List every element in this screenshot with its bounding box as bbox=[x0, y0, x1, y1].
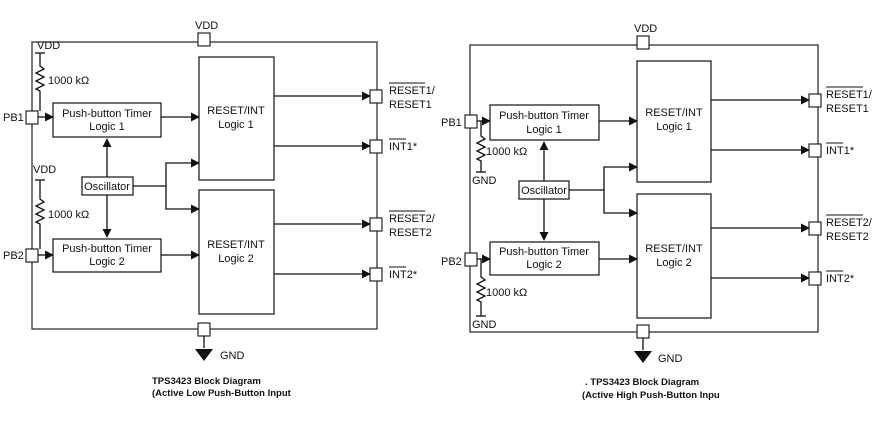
gnd-pb1-label: GND bbox=[472, 175, 497, 187]
out-reset2-a: RESET2/ bbox=[389, 213, 436, 225]
reset1-line2: Logic 1 bbox=[656, 121, 691, 133]
resistor-pb1-label: 1000 kΩ bbox=[48, 75, 89, 87]
pb1-label: PB1 bbox=[3, 112, 24, 124]
reset1-line1: RESET/INT bbox=[645, 107, 703, 119]
gnd-pb2-label: GND bbox=[472, 319, 497, 331]
out-int2: INT2* bbox=[389, 269, 418, 281]
pb2-label: PB2 bbox=[3, 250, 24, 262]
pb2-pin bbox=[464, 252, 478, 267]
diagram-active-high: VDD PB1 1000 kΩ GND Push-button Timer Lo… bbox=[441, 23, 873, 401]
out-reset1-b: RESET1 bbox=[826, 103, 869, 115]
resistor-pb1 bbox=[475, 121, 487, 172]
out-int2: INT2* bbox=[826, 273, 855, 285]
reset1-line2: Logic 1 bbox=[218, 119, 253, 131]
reset2-pin bbox=[369, 217, 383, 232]
timer-logic-2-block bbox=[489, 241, 600, 276]
vdd-pb2-label: VDD bbox=[33, 164, 56, 176]
resistor-pb2-label: 1000 kΩ bbox=[48, 209, 89, 221]
int1-pin bbox=[369, 139, 383, 154]
resistor-pb2 bbox=[34, 180, 46, 249]
out-reset2-b: RESET2 bbox=[389, 227, 432, 239]
pb1-pin bbox=[464, 114, 478, 129]
timer-logic-1-block bbox=[489, 104, 600, 141]
pb2-label: PB2 bbox=[441, 256, 462, 268]
reset2-line1: RESET/INT bbox=[645, 243, 703, 255]
diagram-active-low: VDD VDD 1000 kΩ PB1 Push-button Timer Lo… bbox=[3, 20, 436, 399]
caption-line-1: TPS3423 Block Diagram bbox=[152, 376, 261, 387]
resistor-pb1-label: 1000 kΩ bbox=[486, 146, 527, 158]
reset2-line2: Logic 2 bbox=[656, 257, 691, 269]
out-reset2-a: RESET2/ bbox=[826, 217, 873, 229]
pb1-label: PB1 bbox=[441, 117, 462, 129]
reset2-pin bbox=[808, 221, 822, 236]
vdd-pb1-label: VDD bbox=[37, 40, 60, 52]
ground-symbol bbox=[634, 351, 652, 363]
timer2-line1: Push-button Timer bbox=[62, 243, 152, 255]
reset2-line1: RESET/INT bbox=[207, 239, 265, 251]
caption-line-1: . TPS3423 Block Diagram bbox=[585, 377, 699, 388]
caption-line-2: (Active Low Push-Button Input bbox=[152, 388, 292, 399]
gnd-pin bbox=[636, 324, 650, 339]
vdd-pin bbox=[197, 32, 211, 47]
reset1-line1: RESET/INT bbox=[207, 105, 265, 117]
timer1-line2: Logic 1 bbox=[89, 121, 124, 133]
ground-symbol bbox=[195, 349, 213, 361]
reset-int-logic-1-block bbox=[636, 60, 712, 183]
int2-pin bbox=[369, 267, 383, 282]
out-int1: INT1* bbox=[826, 145, 855, 157]
timer2-line2: Logic 2 bbox=[526, 259, 561, 271]
timer-logic-1-block bbox=[52, 102, 162, 138]
gnd-pin bbox=[197, 322, 211, 337]
timer1-line1: Push-button Timer bbox=[62, 108, 152, 120]
osc-label: Oscillator bbox=[84, 181, 130, 193]
out-reset1-a: RESET1/ bbox=[389, 85, 436, 97]
resistor-pb2-label: 1000 kΩ bbox=[486, 287, 527, 299]
caption-line-2: (Active High Push-Button Inpu bbox=[582, 390, 720, 401]
timer1-line1: Push-button Timer bbox=[499, 110, 589, 122]
pb1-pin bbox=[25, 110, 39, 125]
osc-label: Oscillator bbox=[521, 185, 567, 197]
vdd-top-label: VDD bbox=[195, 20, 218, 32]
gnd-label: GND bbox=[658, 353, 683, 365]
timer2-line2: Logic 2 bbox=[89, 256, 124, 268]
reset1-pin bbox=[369, 89, 383, 104]
resistor-pb1 bbox=[34, 53, 46, 111]
vdd-top-label: VDD bbox=[634, 23, 657, 35]
reset2-line2: Logic 2 bbox=[218, 253, 253, 265]
out-reset1-a: RESET1/ bbox=[826, 89, 873, 101]
out-int1: INT1* bbox=[389, 141, 418, 153]
vdd-pin bbox=[636, 35, 650, 50]
timer1-line2: Logic 1 bbox=[526, 124, 561, 136]
resistor-pb2 bbox=[475, 259, 487, 316]
reset-int-logic-2-block bbox=[636, 193, 712, 319]
out-reset2-b: RESET2 bbox=[826, 231, 869, 243]
reset1-pin bbox=[808, 93, 822, 108]
pb2-pin bbox=[25, 248, 39, 263]
reset-int-logic-2-block bbox=[198, 189, 275, 315]
out-reset1-b: RESET1 bbox=[389, 99, 432, 111]
int1-pin bbox=[808, 143, 822, 158]
gnd-label: GND bbox=[220, 350, 245, 362]
reset-int-logic-1-block bbox=[198, 56, 275, 181]
timer-logic-2-block bbox=[52, 238, 162, 273]
timer2-line1: Push-button Timer bbox=[499, 246, 589, 258]
int2-pin bbox=[808, 271, 822, 286]
